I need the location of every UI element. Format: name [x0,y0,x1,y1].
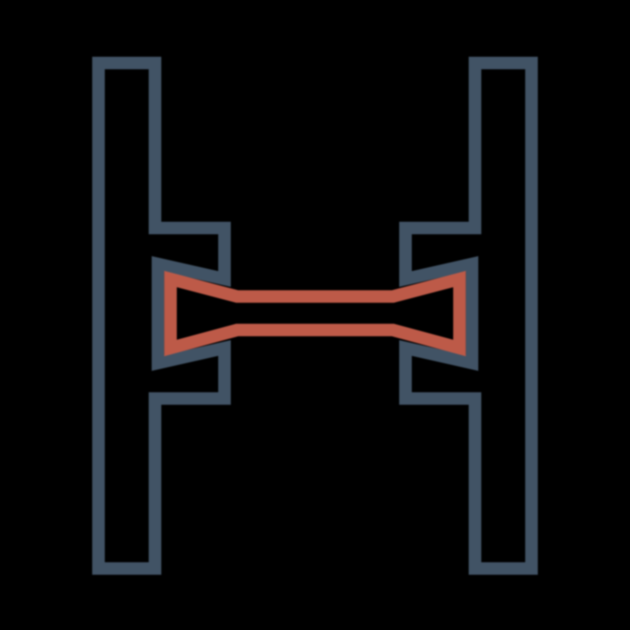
butterfly-key [164,270,466,357]
left-column [92,56,231,575]
right-column [399,56,538,575]
